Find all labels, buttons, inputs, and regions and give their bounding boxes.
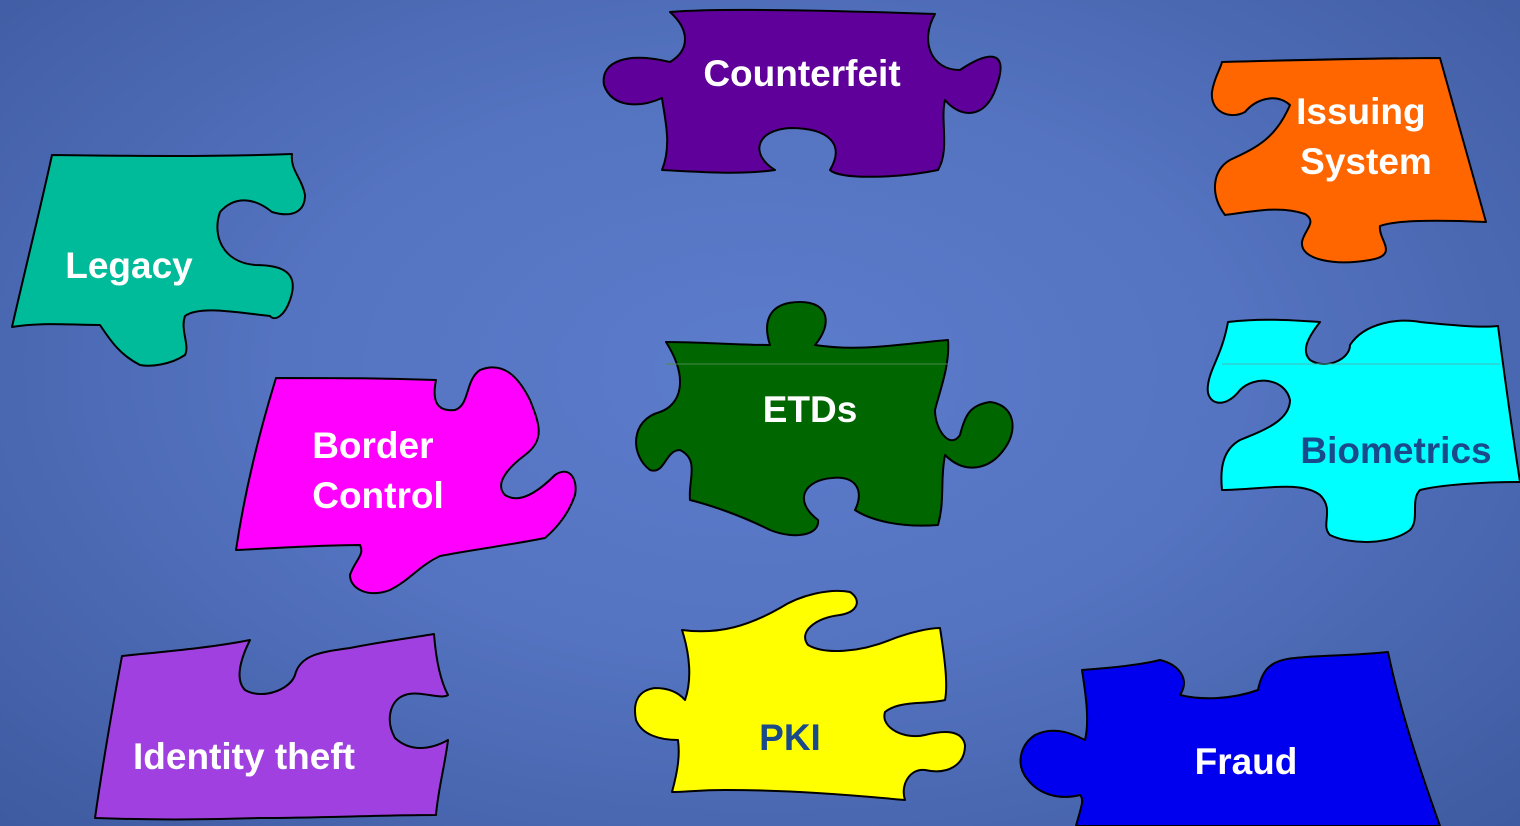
piece-identity-theft: Identity theft: [94, 633, 449, 821]
label-pki: PKI: [759, 717, 821, 758]
piece-biometrics: Biometrics: [1206, 318, 1520, 543]
piece-biometrics-shape: [1206, 318, 1520, 543]
piece-legacy: Legacy: [11, 153, 306, 367]
label-legacy: Legacy: [65, 245, 193, 286]
piece-issuing-system-shape: [1210, 57, 1487, 264]
piece-counterfeit-shape: [602, 8, 1002, 178]
piece-counterfeit: Counterfeit: [602, 8, 1002, 178]
label-border-control: Border Control: [312, 425, 444, 516]
piece-etds: ETDs: [635, 301, 1014, 537]
label-fraud: Fraud: [1195, 741, 1298, 782]
piece-border-control-shape: [235, 366, 577, 595]
piece-fraud-shape: [1019, 651, 1441, 826]
label-counterfeit: Counterfeit: [703, 53, 900, 94]
piece-identity-theft-shape: [94, 633, 449, 821]
piece-pki-shape: [634, 589, 966, 801]
piece-legacy-shape: [11, 153, 306, 367]
piece-pki: PKI: [634, 589, 966, 801]
piece-etds-shape: [635, 301, 1014, 537]
piece-fraud: Fraud: [1019, 651, 1441, 826]
label-biometrics: Biometrics: [1300, 430, 1491, 471]
label-etds: ETDs: [763, 389, 858, 430]
piece-issuing-system: Issuing System: [1210, 57, 1487, 264]
label-identity-theft: Identity theft: [133, 736, 355, 777]
label-issuing-system: Issuing System: [1296, 91, 1436, 182]
piece-border-control: Border Control: [235, 366, 577, 595]
